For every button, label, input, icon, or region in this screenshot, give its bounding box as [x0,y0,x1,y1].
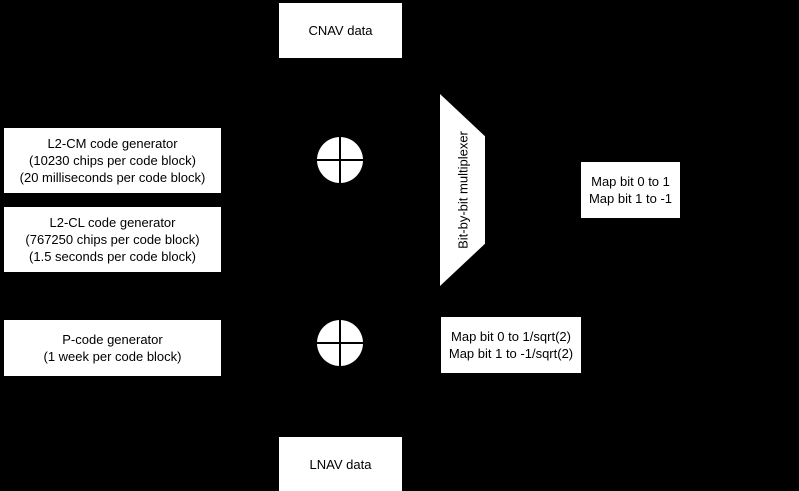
adder-horizontal-bar-icon [316,342,364,344]
adder-horizontal-bar-icon [316,159,364,161]
block-map-unit-lower-line1: Map bit 0 to 1/sqrt(2) [451,329,571,344]
block-pcode-generator: P-code generator (1 week per code block) [4,320,221,376]
block-bit-by-bit-multiplexer-label: Bit-by-bit multiplexer [455,131,470,249]
block-pcode-generator-line1: P-code generator [62,332,163,347]
block-map-unit-upper-line1: Map bit 0 to 1 [591,174,670,189]
block-cnav-data: CNAV data [279,3,402,58]
block-l2cm-generator: L2-CM code generator (10230 chips per co… [4,128,221,193]
block-lnav-data-label: LNAV data [309,457,372,472]
block-map-unit-upper-line2: Map bit 1 to -1 [588,191,673,206]
block-map-unit-upper: Map bit 0 to 1 Map bit 1 to -1 [581,162,680,218]
block-map-unit-lower: Map bit 0 to 1/sqrt(2) Map bit 1 to -1/s… [441,317,581,373]
block-l2cl-generator-line1: L2-CL code generator [49,215,176,230]
block-bit-by-bit-multiplexer: Bit-by-bit multiplexer [440,94,485,286]
modulo-2-adder-lower [316,319,364,367]
block-l2cl-generator-line3: (1.5 seconds per code block) [29,249,196,264]
block-l2cl-generator-line2: (767250 chips per code block) [25,232,200,247]
block-l2cm-generator-line1: L2-CM code generator [47,136,178,151]
block-lnav-data: LNAV data [279,437,402,491]
block-l2cl-generator: L2-CL code generator (767250 chips per c… [4,207,221,272]
modulo-2-adder-upper [316,136,364,184]
block-pcode-generator-line2: (1 week per code block) [43,349,182,364]
block-cnav-data-label: CNAV data [308,23,373,38]
block-l2cm-generator-line2: (10230 chips per code block) [29,153,196,168]
block-map-unit-lower-line2: Map bit 1 to -1/sqrt(2) [448,346,574,361]
block-l2cm-generator-line3: (20 milliseconds per code block) [19,170,206,185]
